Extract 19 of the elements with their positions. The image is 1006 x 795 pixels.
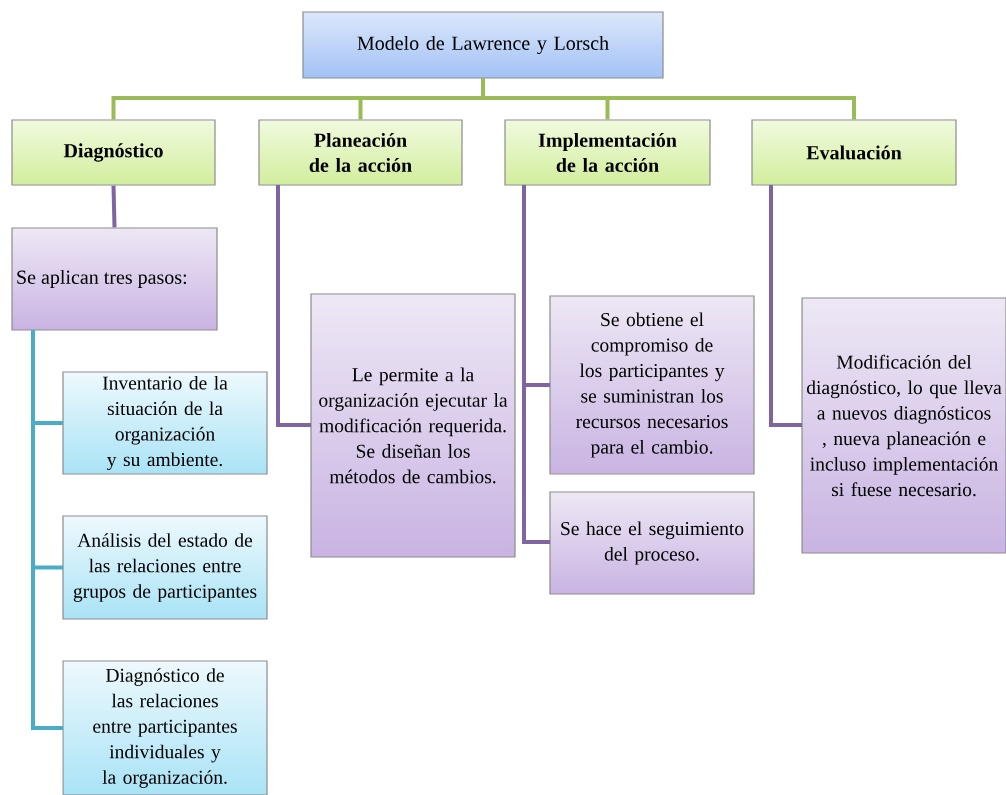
text-box: Inventario de la situación de la organización y su ambiente.: [62, 371, 268, 475]
connector: [276, 185, 311, 427]
text-box: Modificación del diagnóstico, lo que lleva a nuevos diagnósticos , nueva planeación e incluso implementación si fuese necesario.: [801, 297, 1006, 554]
connector: [31, 330, 63, 730]
title-box: Modelo de Lawrence y Lorsch: [302, 11, 664, 79]
text-box: Se aplican tres pasos:: [11, 227, 218, 331]
connector: [522, 185, 550, 544]
text-box: Se obtiene el compromiso de los participantes y se suministran los recursos necesarios para el cambio.: [549, 295, 755, 475]
heading-box: Implementación de la acción: [504, 119, 711, 186]
heading-box: Planeación de la acción: [258, 119, 463, 186]
heading-box: Evaluación: [751, 119, 957, 186]
text-box: Le permite a la organización ejecutar la modificación requerida. Se diseñan los métodos de cambios.: [310, 293, 516, 558]
text-box: Análisis del estado de las relaciones entre grupos de participantes: [62, 515, 268, 620]
connector: [769, 185, 802, 427]
text-box: Diagnóstico de las relaciones entre participantes individuales y la organización.: [62, 660, 268, 795]
connector: [481, 78, 856, 120]
text-box: Se hace el seguimiento del proceso.: [549, 491, 755, 595]
heading-box: Diagnóstico: [11, 119, 216, 186]
connector: [111, 185, 117, 228]
